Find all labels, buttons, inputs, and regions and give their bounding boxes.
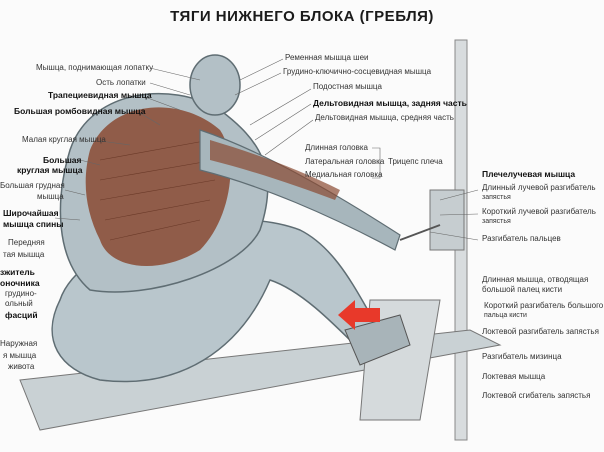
label-spine-of-scapula: Ость лопатки [96, 78, 146, 87]
label-trapezius: Трапециевидная мышца [48, 90, 152, 100]
label-brachioradialis: Плечелучевая мышца [482, 169, 576, 179]
label-erector-3: грудино- [5, 289, 37, 298]
label-ecrl-2: запястья [482, 194, 511, 201]
label-erector-1: зжитель [0, 267, 35, 277]
cable [399, 224, 441, 241]
label-oblique-1: Наружная [0, 339, 38, 348]
pulley-box [429, 189, 465, 251]
label-triceps-long-head: Длинная головка [305, 143, 368, 152]
label-ecrb-2: запястья [482, 218, 511, 225]
label-ecu: Локтевой разгибатель запястья [482, 327, 599, 336]
label-deltoid-posterior: Дельтовидная мышца, задняя часть [313, 98, 467, 108]
label-triceps-medial-head: Медиальная головка [305, 170, 383, 179]
label-infraspinatus: Подостная мышца [313, 82, 382, 91]
label-fcu: Локтевой сгибатель запястья [482, 391, 591, 400]
page-title: ТЯГИ НИЖНЕГО БЛОКА (ГРЕБЛЯ) [170, 8, 434, 25]
label-apl-2: большой палец кисти [482, 285, 563, 294]
label-erector-5: фасций [5, 310, 38, 320]
head [189, 54, 241, 116]
label-splenius: Ременная мышца шеи [285, 53, 369, 62]
arm-muscles [210, 140, 340, 200]
label-latissimus-2: мышца спины [3, 219, 64, 229]
feet [344, 314, 411, 366]
label-triceps: Трицепс плеча [388, 157, 443, 166]
label-anconeus: Локтевая мышца [482, 372, 546, 381]
label-teres-major-1: Большая [43, 155, 82, 165]
label-oblique-3: живота [8, 362, 35, 371]
label-erector-2: оночника [0, 278, 40, 288]
label-oblique-2: я мышца [3, 351, 37, 360]
label-deltoid-middle: Дельтовидная мышца, средняя часть [315, 113, 454, 122]
label-triceps-lateral-head: Латеральная головка [305, 157, 385, 166]
label-teres-minor: Малая круглая мышца [22, 135, 106, 144]
label-extensor-digitorum: Разгибатель пальцев [482, 234, 561, 243]
label-teres-major-2: круглая мышца [17, 165, 83, 175]
label-erector-4: ольный [5, 299, 33, 308]
label-pectoralis-1: Большая грудная [0, 181, 65, 190]
label-ecrb-1: Короткий лучевой разгибатель [482, 207, 596, 216]
label-ecrl-1: Длинный лучевой разгибатель [482, 183, 596, 192]
label-serratus-2: тая мышца [3, 250, 45, 259]
label-levator-scapulae: Мышца, поднимающая лопатку [36, 63, 154, 72]
label-apl-1: Длинная мышца, отводящая [482, 275, 589, 284]
label-epb-1: Короткий разгибатель большого [484, 301, 604, 310]
label-latissimus-1: Широчайшая [3, 208, 59, 218]
label-serratus-1: Передняя [8, 238, 45, 247]
label-extensor-digiti-minimi: Разгибатель мизинца [482, 352, 562, 361]
back-muscles [85, 107, 231, 267]
direction-arrow [338, 300, 380, 330]
label-epb-2: пальца кисти [484, 312, 527, 319]
label-sternocleidomastoid: Грудино-ключично-сосцевидная мышца [283, 67, 432, 76]
label-rhomboid-major: Большая ромбовидная мышца [14, 106, 146, 116]
label-pectoralis-2: мышца [37, 192, 64, 201]
